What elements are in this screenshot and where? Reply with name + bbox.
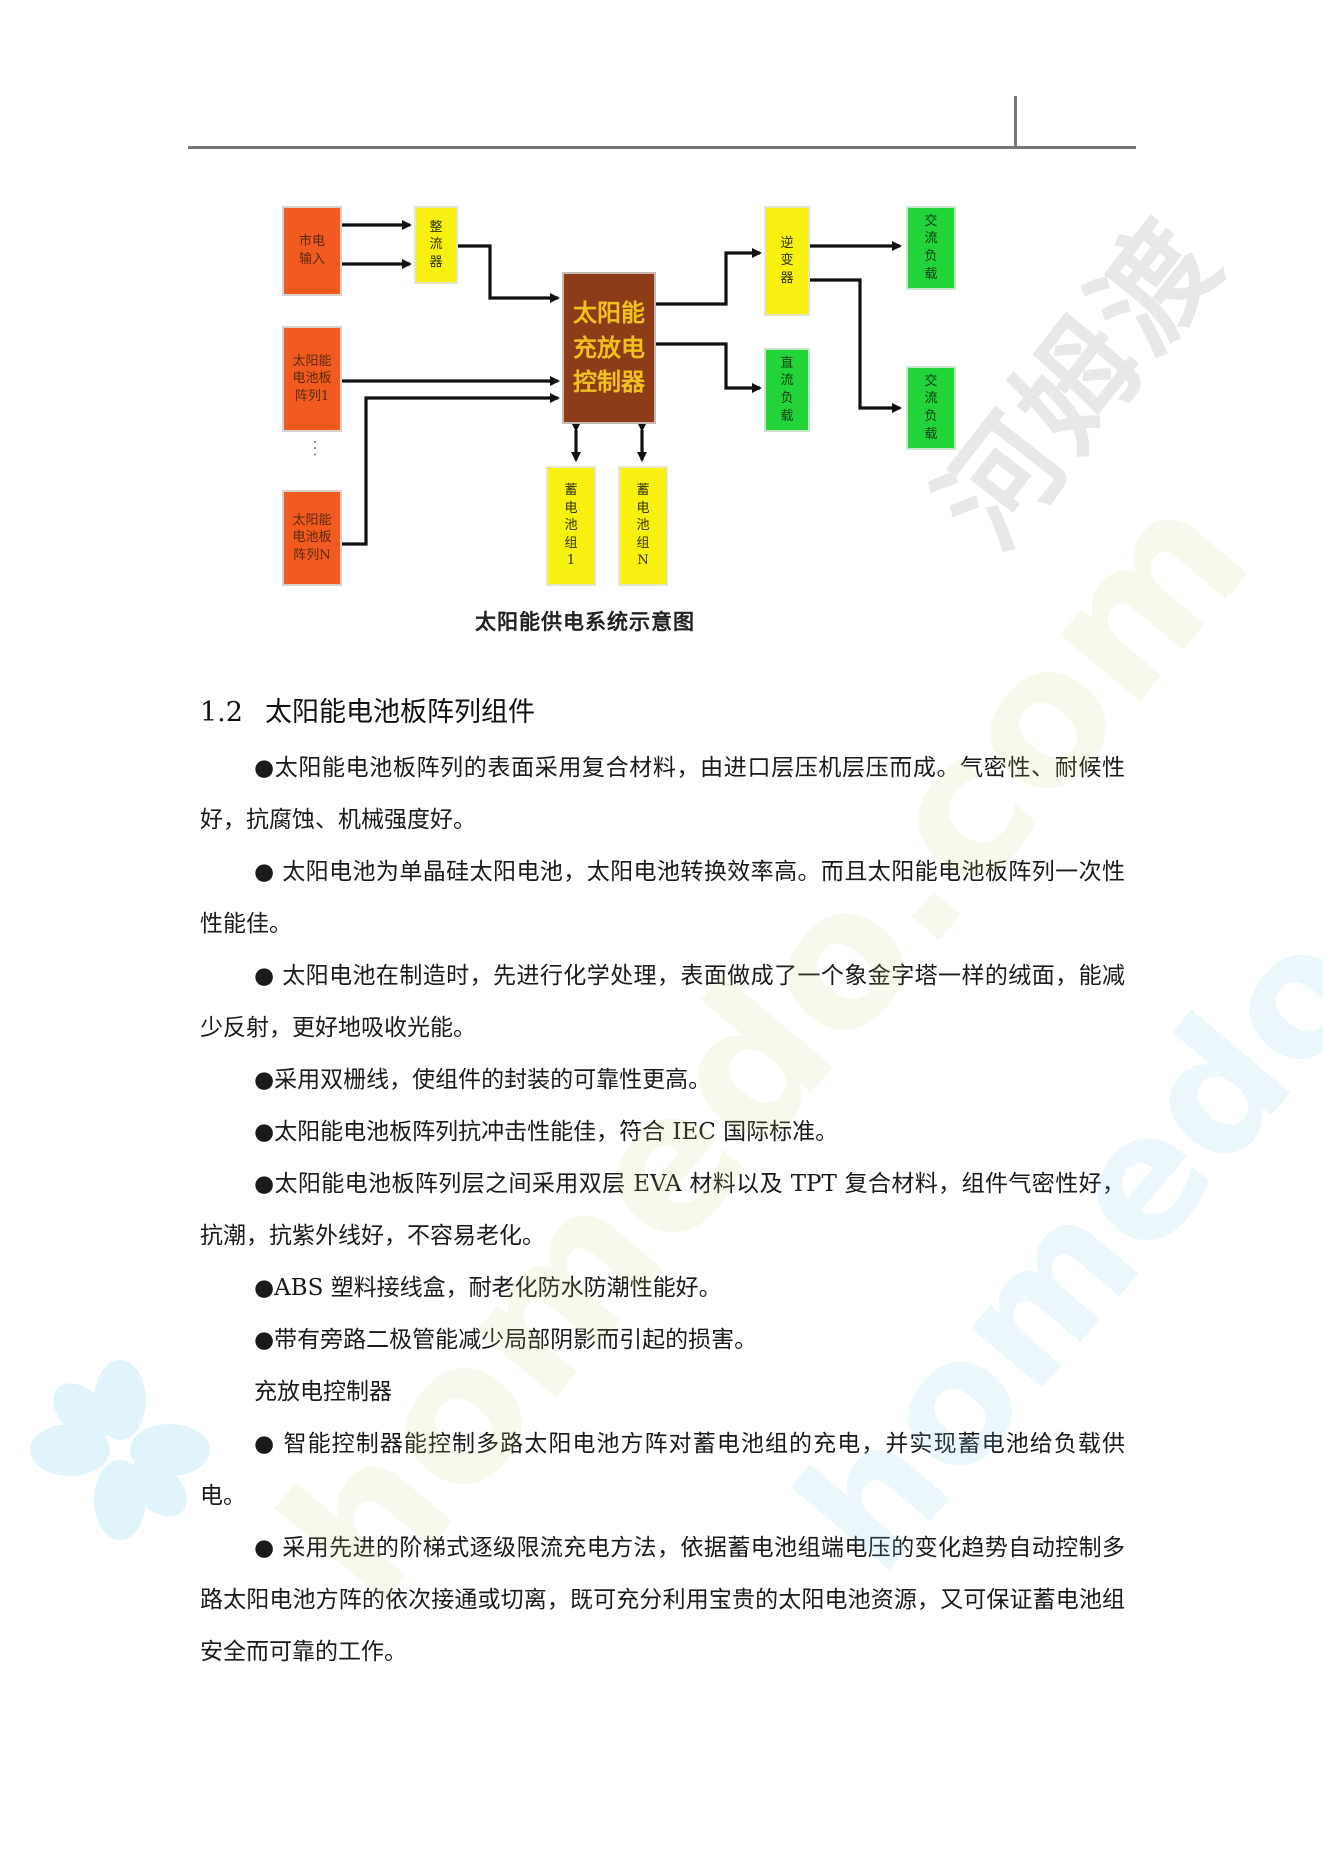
mains-input-box: 市电输入 bbox=[282, 206, 342, 296]
header-rule bbox=[188, 146, 1136, 149]
paragraph: ●太阳能电池板阵列层之间采用双层 EVA 材料以及 TPT 复合材料，组件气密性… bbox=[200, 1171, 1125, 1249]
watermark-flower-logo-icon bbox=[30, 1360, 210, 1540]
battery-1-box: 蓄电池组1 bbox=[546, 466, 596, 586]
paragraph: ● 智能控制器能控制多路太阳电池方阵对蓄电池组的充电，并实现蓄电池给负载供电。 bbox=[200, 1431, 1125, 1509]
battery-n-box: 蓄电池组N bbox=[618, 466, 668, 586]
arrow-controller-inverter bbox=[656, 248, 762, 306]
solar-array-1-box: 太阳能电池板阵列1 bbox=[282, 326, 342, 432]
paragraph: ● 太阳电池在制造时，先进行化学处理，表面做成了一个象金字塔一样的绒面，能减少反… bbox=[200, 963, 1125, 1041]
paragraph: ●太阳能电池板阵列抗冲击性能佳，符合 IEC 国际标准。 bbox=[254, 1119, 839, 1145]
ac-load-2-box: 交流负载 bbox=[906, 366, 956, 450]
header-tick bbox=[1014, 96, 1017, 146]
diagram-caption: 太阳能供电系统示意图 bbox=[475, 609, 695, 634]
inverter-box: 逆变器 bbox=[764, 206, 810, 316]
section-heading: 1.2 太阳能电池板阵列组件 bbox=[200, 690, 535, 729]
paragraph: ● 太阳电池为单晶硅太阳电池，太阳电池转换效率高。而且太阳能电池板阵列一次性性能… bbox=[200, 859, 1125, 937]
paragraph: ●采用双栅线，使组件的封装的可靠性更高。 bbox=[254, 1067, 712, 1093]
arrow-controller-dcload bbox=[656, 342, 762, 393]
paragraph: ●ABS 塑料接线盒，耐老化防水防潮性能好。 bbox=[254, 1275, 722, 1301]
solar-power-system-diagram: 市电输入 整流器 太阳能电池板阵列1 ⋮ 太阳能电池板阵列N 太阳能 充放电 控… bbox=[270, 198, 970, 648]
dc-load-box: 直流负载 bbox=[764, 348, 810, 432]
paragraph: ●太阳能电池板阵列的表面采用复合材料，由进口层压机层压而成。气密性、耐候性好，抗… bbox=[200, 755, 1125, 833]
subheading-controller: 充放电控制器 bbox=[254, 1379, 392, 1405]
paragraph: ● 采用先进的阶梯式逐级限流充电方法，依据蓄电池组端电压的变化趋势自动控制多路太… bbox=[200, 1535, 1125, 1665]
diagram-arrows bbox=[342, 220, 902, 546]
paragraph: ●带有旁路二极管能减少局部阴影而引起的损害。 bbox=[254, 1327, 758, 1353]
arrow-arrayN-controller bbox=[342, 393, 560, 546]
arrow-inverter-acload2 bbox=[805, 278, 902, 413]
body-text: ●太阳能电池板阵列的表面采用复合材料，由进口层压机层压而成。气密性、耐候性好，抗… bbox=[200, 742, 1125, 1678]
section-title: 太阳能电池板阵列组件 bbox=[264, 697, 535, 728]
solar-array-n-box: 太阳能电池板阵列N bbox=[282, 490, 342, 586]
ac-load-1-box: 交流负载 bbox=[906, 206, 956, 290]
arrow-rectifier-controller bbox=[450, 244, 560, 303]
section-number: 1.2 bbox=[200, 697, 243, 728]
charge-controller-box: 太阳能 充放电 控制器 bbox=[562, 272, 656, 424]
array-ellipsis: ⋮ bbox=[306, 438, 324, 459]
rectifier-box: 整流器 bbox=[414, 206, 458, 284]
